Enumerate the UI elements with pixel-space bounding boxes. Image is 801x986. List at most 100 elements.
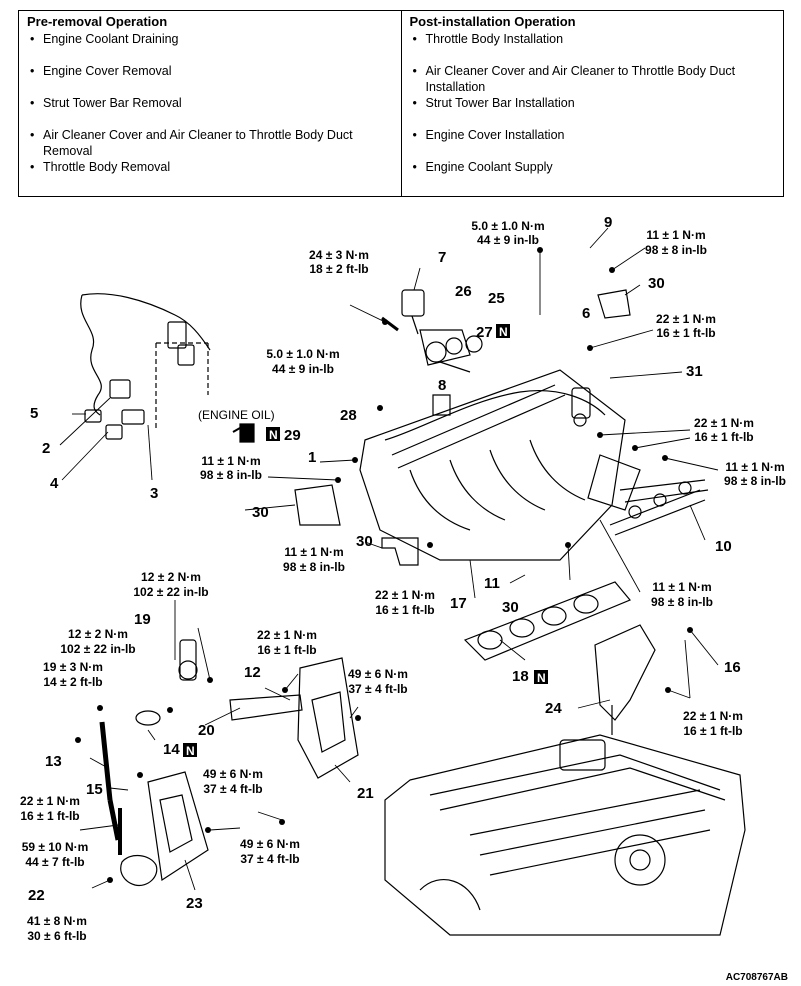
- part-number-25: 25: [488, 290, 505, 307]
- part-number-12: 12: [244, 664, 261, 681]
- part-number-28: 28: [340, 407, 357, 424]
- new-part-badge: [183, 743, 197, 757]
- pre-removal-item: Engine Cover Removal: [27, 63, 393, 79]
- part-number-3: 3: [150, 485, 158, 502]
- part-number-30: 30: [648, 275, 665, 292]
- svg-text:11 ± 1 N·m: 11 ± 1 N·m: [652, 580, 711, 594]
- new-part-badge-text: N: [499, 325, 508, 339]
- pre-removal-title: Pre-removal Operation: [27, 14, 168, 29]
- svg-text:16 ± 1 ft-lb: 16 ± 1 ft-lb: [694, 430, 753, 444]
- figure-id: AC708767AB: [726, 972, 788, 983]
- new-part-badge: [266, 427, 280, 441]
- part-number-8: 8: [438, 377, 446, 394]
- svg-text:41 ± 8 N·m: 41 ± 8 N·m: [27, 914, 87, 928]
- part-number-19: 19: [134, 611, 151, 628]
- svg-text:11 ± 1 N·m: 11 ± 1 N·m: [284, 545, 343, 559]
- svg-text:30 ± 6 ft-lb: 30 ± 6 ft-lb: [27, 929, 86, 943]
- part-number-16: 16: [724, 659, 741, 676]
- post-installation-item: Engine Cover Installation: [410, 127, 776, 143]
- post-installation-item: Strut Tower Bar Installation: [410, 95, 776, 111]
- svg-text:11 ± 1 N·m: 11 ± 1 N·m: [201, 454, 260, 468]
- pre-removal-item: Strut Tower Bar Removal: [27, 95, 393, 111]
- leader-lines: [59, 227, 719, 891]
- torque-spec: 49 ± 6 N·m37 ± 4 ft-lb: [203, 767, 263, 796]
- part-number-18: 18: [512, 668, 529, 685]
- part-number-22: 22: [28, 887, 45, 904]
- manifold-gasket-drawing: [463, 581, 631, 661]
- svg-text:59 ± 10 N·m: 59 ± 10 N·m: [22, 840, 89, 854]
- part-number-7: 7: [438, 249, 446, 266]
- post-installation-list: Throttle Body Installation Air Cleaner C…: [410, 31, 776, 175]
- post-installation-item: Air Cleaner Cover and Air Cleaner to Thr…: [410, 63, 776, 95]
- svg-text:44 ± 7 ft-lb: 44 ± 7 ft-lb: [25, 855, 84, 869]
- torque-spec: 11 ± 1 N·m98 ± 8 in-lb: [200, 454, 262, 482]
- engine-oil-icon: [232, 423, 255, 443]
- svg-text:5.0 ± 1.0 N·m: 5.0 ± 1.0 N·m: [471, 219, 544, 233]
- torque-spec: 22 ± 1 N·m16 ± 1 ft-lb: [694, 416, 754, 444]
- svg-text:102 ± 22 in-lb: 102 ± 22 in-lb: [60, 642, 135, 656]
- part-number-24: 24: [545, 700, 562, 717]
- part-number-29: 29: [284, 427, 301, 444]
- part-number-27: 27: [476, 324, 493, 341]
- svg-text:102 ± 22 in-lb: 102 ± 22 in-lb: [133, 585, 208, 599]
- pre-removal-list: Engine Coolant Draining Engine Cover Rem…: [27, 31, 393, 175]
- air-control-valve-drawing: [381, 289, 483, 416]
- fastener-markers: [75, 247, 693, 883]
- svg-text:37 ± 4 ft-lb: 37 ± 4 ft-lb: [348, 682, 407, 696]
- post-installation-column: Post-installation Operation Throttle Bod…: [400, 11, 784, 196]
- pre-removal-item: Throttle Body Removal: [27, 159, 393, 175]
- post-installation-item: Engine Coolant Supply: [410, 159, 776, 175]
- part-number-30: 30: [252, 504, 269, 521]
- new-part-badge-text: N: [269, 428, 278, 442]
- torque-spec: 11 ± 1 N·m98 ± 8 in-lb: [724, 460, 786, 488]
- intake-manifold-drawing: [359, 369, 641, 561]
- part-number-14: 14: [163, 741, 180, 758]
- svg-text:24 ± 3 N·m: 24 ± 3 N·m: [309, 248, 369, 262]
- part-number-17: 17: [450, 595, 467, 612]
- engine-oil-note: (ENGINE OIL): [198, 408, 275, 422]
- svg-text:16 ± 1 ft-lb: 16 ± 1 ft-lb: [683, 724, 742, 738]
- svg-text:12 ± 2 N·m: 12 ± 2 N·m: [68, 627, 128, 641]
- post-installation-title: Post-installation Operation: [409, 14, 576, 29]
- svg-text:37 ± 4 ft-lb: 37 ± 4 ft-lb: [240, 852, 299, 866]
- new-part-markers: N N N N: [183, 324, 548, 758]
- svg-text:22 ± 1 N·m: 22 ± 1 N·m: [694, 416, 754, 430]
- svg-text:22 ± 1 N·m: 22 ± 1 N·m: [375, 588, 435, 602]
- svg-text:11 ± 1 N·m: 11 ± 1 N·m: [725, 460, 784, 474]
- pre-removal-item: Engine Coolant Draining: [27, 31, 393, 47]
- torque-spec: 22 ± 1 N·m16 ± 1 ft-lb: [683, 709, 743, 738]
- svg-text:44 ± 9 in-lb: 44 ± 9 in-lb: [477, 233, 539, 247]
- svg-text:16 ± 1 ft-lb: 16 ± 1 ft-lb: [257, 643, 316, 657]
- svg-text:18 ± 2 ft-lb: 18 ± 2 ft-lb: [309, 262, 368, 276]
- part-number-26: 26: [455, 283, 472, 300]
- part-number-10: 10: [715, 538, 732, 555]
- svg-text:49 ± 6 N·m: 49 ± 6 N·m: [348, 667, 408, 681]
- torque-spec: 59 ± 10 N·m44 ± 7 ft-lb: [22, 840, 89, 869]
- part-number-15: 15: [86, 781, 103, 798]
- svg-text:98 ± 8 in-lb: 98 ± 8 in-lb: [283, 560, 345, 574]
- svg-text:22 ± 1 N·m: 22 ± 1 N·m: [683, 709, 743, 723]
- svg-text:12 ± 2 N·m: 12 ± 2 N·m: [141, 570, 201, 584]
- pre-removal-item: Air Cleaner Cover and Air Cleaner to Thr…: [27, 127, 393, 159]
- post-installation-item: Throttle Body Installation: [410, 31, 776, 47]
- svg-text:49 ± 6 N·m: 49 ± 6 N·m: [203, 767, 263, 781]
- operations-table: Pre-removal Operation Engine Coolant Dra…: [18, 10, 784, 197]
- svg-text:16 ± 1 ft-lb: 16 ± 1 ft-lb: [656, 326, 715, 340]
- svg-text:16 ± 1 ft-lb: 16 ± 1 ft-lb: [20, 809, 79, 823]
- torque-spec: 22 ± 1 N·m16 ± 1 ft-lb: [375, 588, 435, 617]
- part-number-1: 1: [308, 449, 316, 466]
- svg-text:98 ± 8 in-lb: 98 ± 8 in-lb: [645, 243, 707, 257]
- svg-text:22 ± 1 N·m: 22 ± 1 N·m: [656, 312, 716, 326]
- torque-spec: 11 ± 1 N·m98 ± 8 in-lb: [651, 580, 713, 609]
- part-number-30: 30: [502, 599, 519, 616]
- torque-spec: 41 ± 8 N·m30 ± 6 ft-lb: [27, 914, 87, 943]
- part-number-20: 20: [198, 722, 215, 739]
- svg-text:49 ± 6 N·m: 49 ± 6 N·m: [240, 837, 300, 851]
- part-number-6: 6: [582, 305, 590, 322]
- part-number-23: 23: [186, 895, 203, 912]
- svg-text:14 ± 2 ft-lb: 14 ± 2 ft-lb: [43, 675, 102, 689]
- torque-spec: 22 ± 1 N·m16 ± 1 ft-lb: [656, 312, 716, 340]
- part-number-30: 30: [356, 533, 373, 550]
- svg-text:5.0 ± 1.0 N·m: 5.0 ± 1.0 N·m: [266, 347, 339, 361]
